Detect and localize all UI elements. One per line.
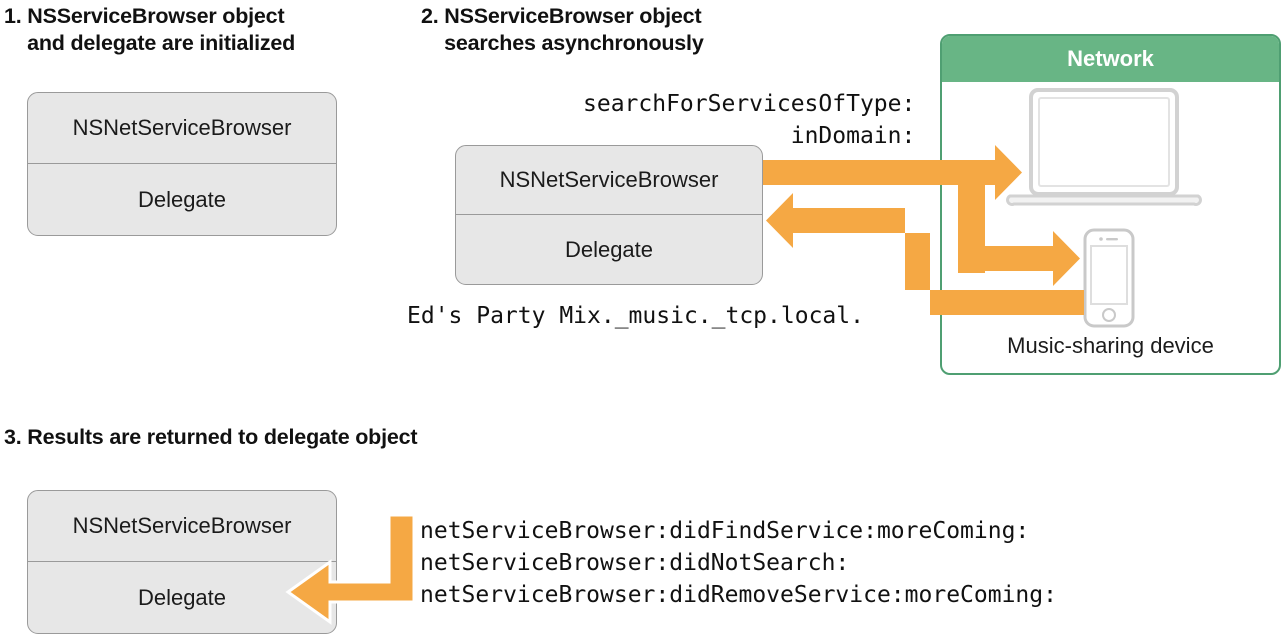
step-3-object-box: NSNetServiceBrowser Delegate xyxy=(27,490,337,634)
step-1-heading: 1. NSServiceBrowser object and delegate … xyxy=(4,4,296,55)
browser-label: NSNetServiceBrowser xyxy=(72,513,292,538)
network-panel-title: Network xyxy=(942,36,1279,82)
browser-cell: NSNetServiceBrowser xyxy=(28,93,336,164)
network-title-label: Network xyxy=(1067,46,1154,71)
delegate-cell: Delegate xyxy=(456,215,762,284)
laptop-icon xyxy=(1006,88,1202,206)
callback-methods-text: netServiceBrowser:didFindService:moreCom… xyxy=(420,518,1057,608)
delegate-label: Delegate xyxy=(564,236,654,262)
search-method-call-text: searchForServicesOfType: inDomain: xyxy=(583,91,916,149)
step-3-heading: 3. Results are returned to delegate obje… xyxy=(4,425,418,449)
browser-label: NSNetServiceBrowser xyxy=(72,115,292,140)
browser-label: NSNetServiceBrowser xyxy=(499,167,719,192)
browser-cell: NSNetServiceBrowser xyxy=(28,491,336,562)
phone-icon xyxy=(1083,228,1135,328)
delegate-label: Delegate xyxy=(137,584,227,610)
browser-cell: NSNetServiceBrowser xyxy=(456,146,762,215)
delegate-cell: Delegate xyxy=(28,562,336,633)
step-2-object-box: NSNetServiceBrowser Delegate xyxy=(455,145,763,285)
delegate-cell: Delegate xyxy=(28,164,336,235)
step-2-heading: 2. NSServiceBrowser object searches asyn… xyxy=(421,4,704,55)
service-name-text: Ed's Party Mix._music._tcp.local. xyxy=(407,303,864,329)
music-sharing-device-caption: Music-sharing device xyxy=(1007,333,1214,358)
delegate-label: Delegate xyxy=(137,186,227,212)
step-1-object-box: NSNetServiceBrowser Delegate xyxy=(27,92,337,236)
